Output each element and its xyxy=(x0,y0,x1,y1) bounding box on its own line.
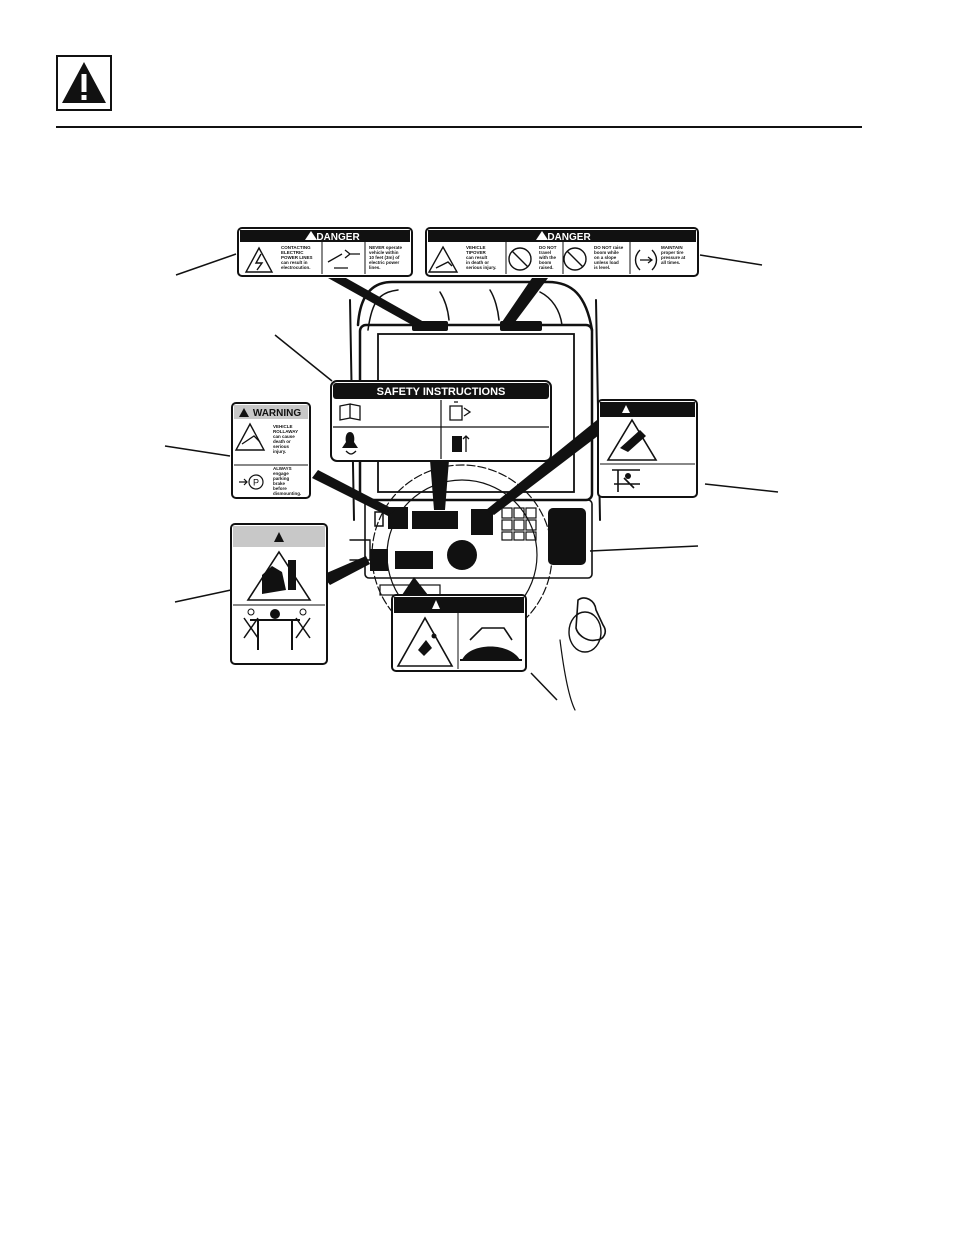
decal-text-line: can result in xyxy=(281,260,308,265)
pointer-wedges xyxy=(312,278,603,595)
decal-text-line: boom while xyxy=(594,250,619,255)
decal-text-line: pressure at xyxy=(661,255,686,260)
decal-text-line: on a slope xyxy=(594,255,617,260)
tipover-icon xyxy=(427,245,459,273)
decal-text-line: is level. xyxy=(594,265,610,270)
decal-text-line: brake xyxy=(273,481,286,486)
decal-text-line: travel xyxy=(539,250,551,255)
decal-text-line: before xyxy=(273,486,287,491)
tire-pressure-icon xyxy=(634,249,658,271)
decal-text-line: DO NOT raise xyxy=(594,245,624,250)
no-travel-icon xyxy=(508,247,532,271)
crush-hazard-decal xyxy=(230,523,328,665)
decal-text-line: VEHICLE xyxy=(466,245,486,250)
boom-hazard-decal xyxy=(597,399,698,498)
parking-brake-icon xyxy=(248,474,264,490)
header-rule xyxy=(56,126,862,128)
decal-text-line: death or xyxy=(273,439,291,444)
decal-text-line: ELECTRIC xyxy=(281,250,304,255)
decal-text-line: unless load xyxy=(594,260,619,265)
decal-text-line: with the xyxy=(538,255,556,260)
parking-brake-symbol: P xyxy=(253,478,259,488)
decal-text-line: POWER LINES xyxy=(281,255,313,260)
operator-cab-icon xyxy=(449,401,463,421)
cab-occupants-icon xyxy=(250,619,300,650)
operator-in-cab-icon xyxy=(612,469,640,492)
warning-header: WARNING xyxy=(253,408,302,419)
load-hazard-decal xyxy=(391,594,527,672)
decal-text-line: boom xyxy=(539,260,551,265)
decal-text-line: ROLLAWAY xyxy=(273,429,298,434)
decal-text-line: can result xyxy=(466,255,488,260)
no-raise-icon xyxy=(563,247,587,271)
decal-text-line: all times. xyxy=(661,260,680,265)
decal-text-line: parking xyxy=(273,476,290,481)
warning-rollaway-avoid-text: ALWAYSengageparkingbrakebeforedismountin… xyxy=(273,466,301,496)
decal-text-line: CONTACTING xyxy=(281,245,311,250)
decal-text-line: electric power xyxy=(369,260,400,265)
boom-hazard-icon xyxy=(606,418,658,461)
danger-header: DANGER xyxy=(547,232,591,243)
decal-text-line: in death or xyxy=(466,260,489,265)
seatbelt-operator-icon xyxy=(342,432,358,448)
warning-icon xyxy=(56,55,112,111)
decal-text-line: NEVER operate xyxy=(369,245,403,250)
controls-icon xyxy=(452,436,462,452)
decal-text-line: injury. xyxy=(273,449,286,454)
manual-icon xyxy=(339,403,361,421)
arrow-icon xyxy=(239,478,248,486)
decal-text-line: VEHICLE xyxy=(273,424,293,429)
decal-text-line: can cause xyxy=(273,434,295,439)
decal-text-line: vehicle within xyxy=(369,250,399,255)
crane-clearance-icon xyxy=(327,249,360,269)
cab-decal-markers xyxy=(370,321,586,571)
decal-text-line: lines. xyxy=(369,265,381,270)
rollaway-icon xyxy=(234,422,266,451)
safety-instructions-decal: SAFETY INSTRUCTIONS xyxy=(330,380,552,462)
decal-text-line: MAINTAIN xyxy=(661,245,683,250)
decal-text-line: DO NOT xyxy=(539,245,557,250)
electrocution-icon xyxy=(244,246,274,273)
falling-load-icon xyxy=(396,616,454,667)
decal-text-line: serious injury. xyxy=(466,265,496,270)
leader-lines xyxy=(164,253,779,701)
machine-on-slope-icon xyxy=(462,646,520,660)
decal-text-line: 10 feet (3m) of xyxy=(369,255,400,260)
decal-text-line: engage xyxy=(273,471,289,476)
decal-text-line: serious xyxy=(273,444,290,449)
decal-text-line: proper tire xyxy=(661,250,684,255)
decal-text-line: electrocution. xyxy=(281,265,311,270)
decal-text-line: TIPOVER xyxy=(466,250,487,255)
safety-instructions-title: SAFETY INSTRUCTIONS xyxy=(377,386,506,398)
decal-text-line: raised. xyxy=(539,265,554,270)
decal-text-line: dismounting. xyxy=(273,491,301,496)
decal-text-line: ALWAYS xyxy=(273,466,292,471)
danger-header: DANGER xyxy=(316,232,360,243)
